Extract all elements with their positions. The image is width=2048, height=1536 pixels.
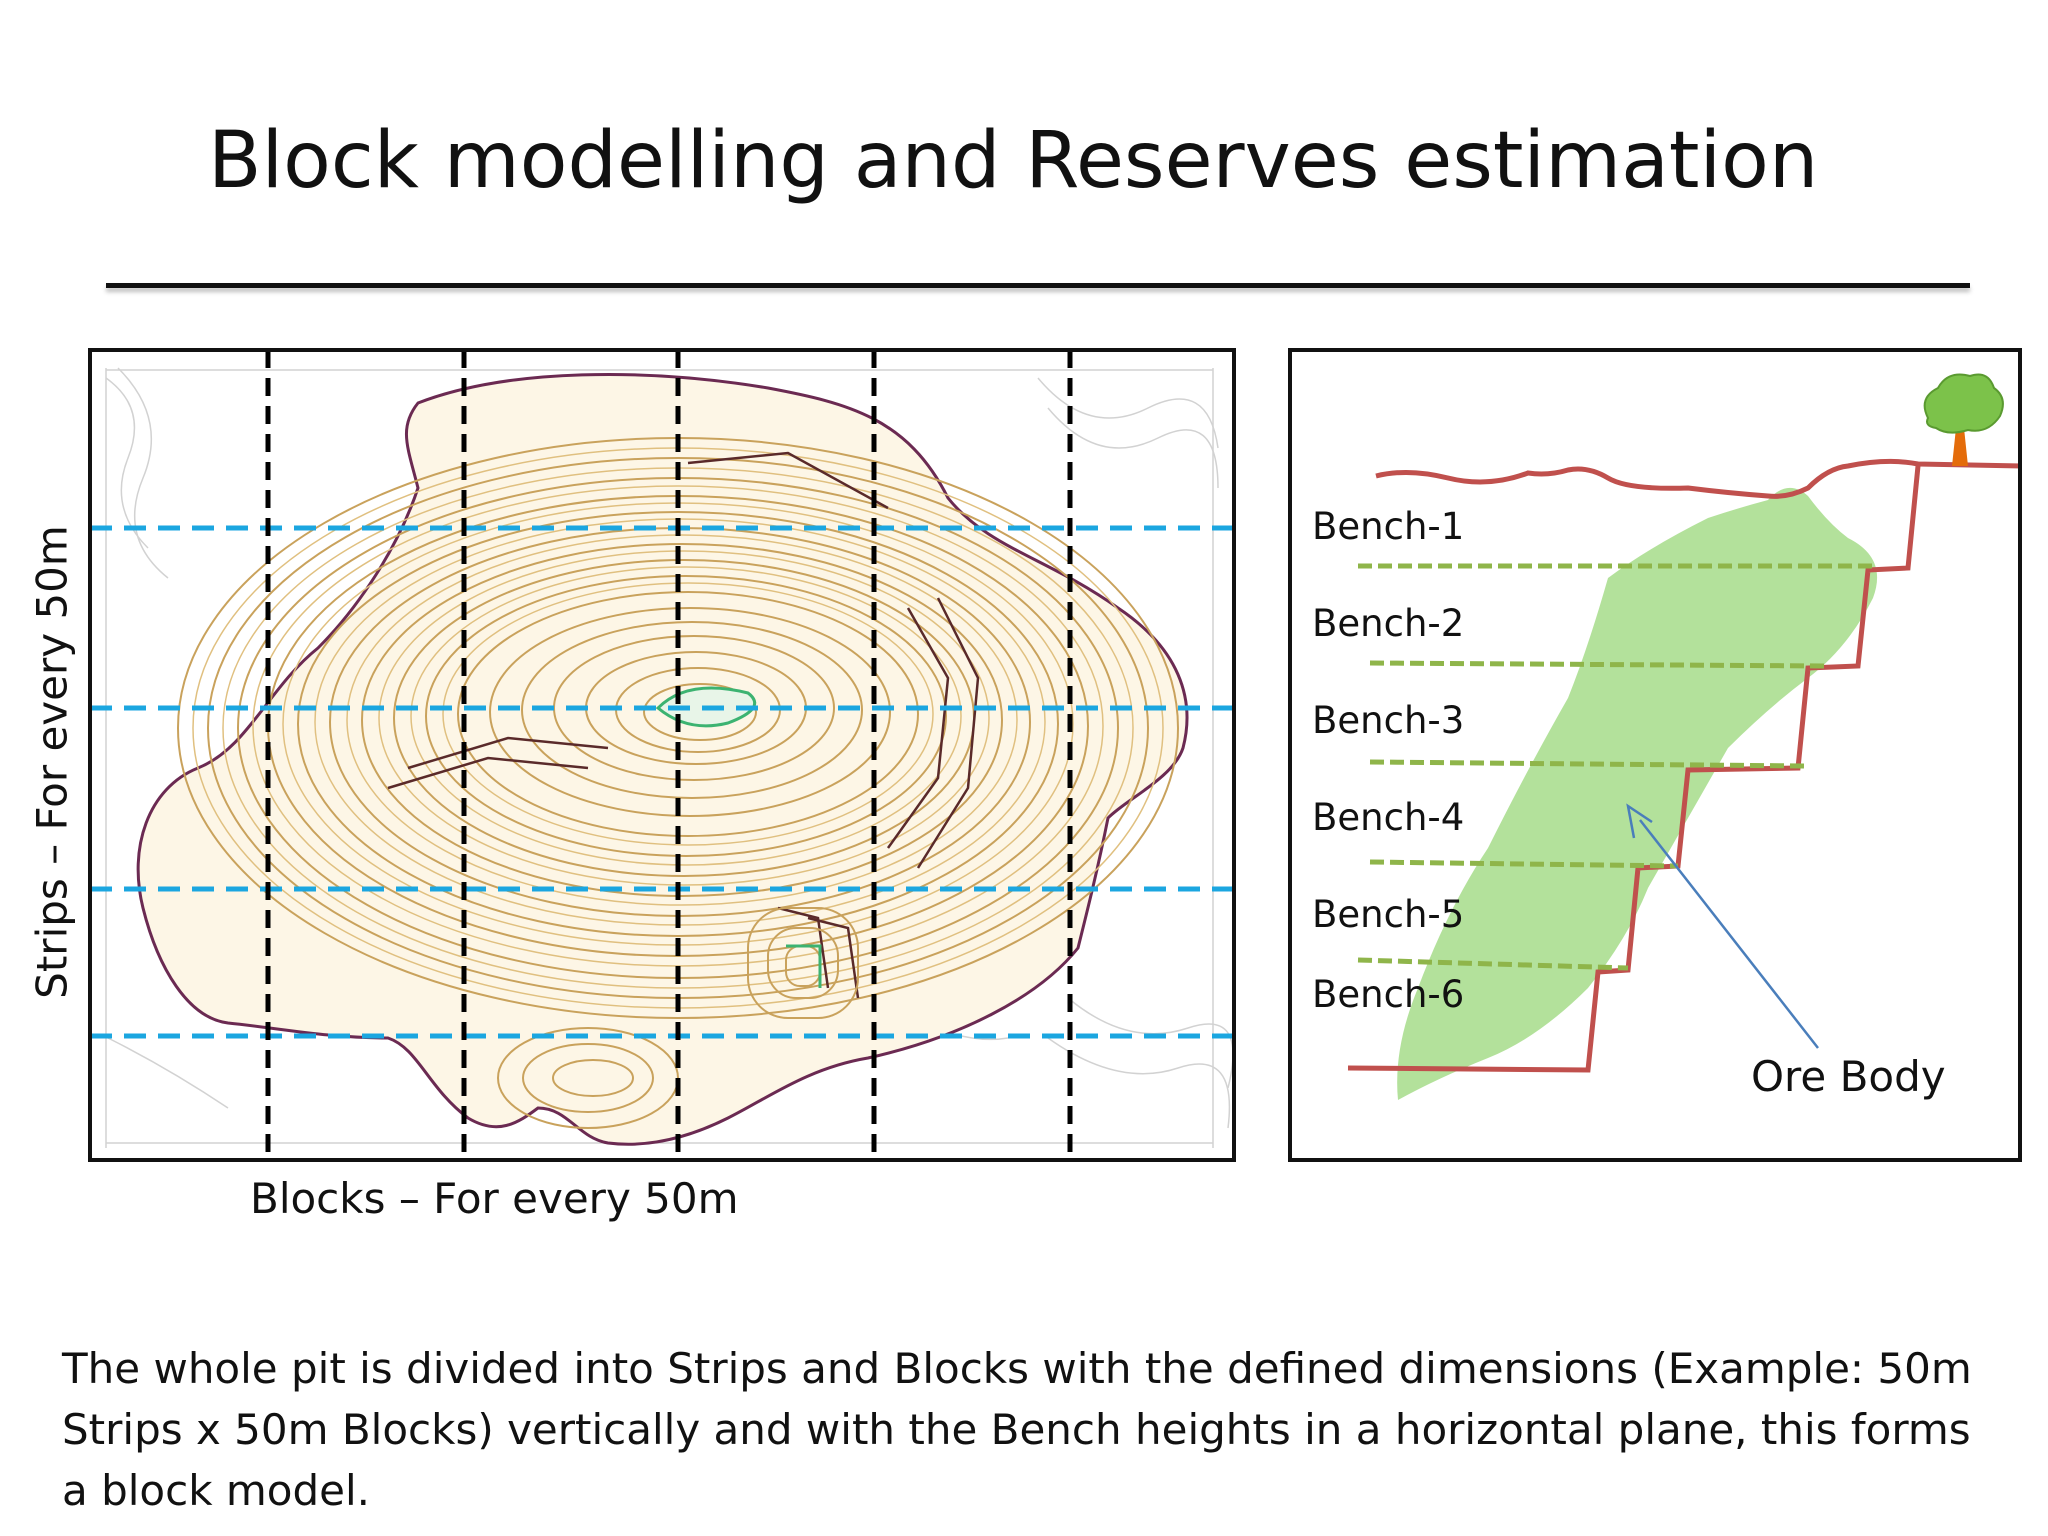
bench-line bbox=[1369, 759, 1809, 769]
plan-frame bbox=[88, 348, 1236, 1162]
tree-icon bbox=[1923, 373, 2004, 466]
bench-section-panel bbox=[1288, 348, 2022, 1162]
bench-label-2: Bench-2 bbox=[1312, 602, 1465, 645]
pit-plan-panel bbox=[88, 348, 1236, 1162]
bench-section-diagram bbox=[1288, 348, 2022, 1162]
bench-line bbox=[1369, 859, 1679, 869]
ground-surface bbox=[1375, 458, 2022, 499]
bench-label-1: Bench-1 bbox=[1312, 505, 1465, 548]
bench-lines bbox=[1357, 563, 1878, 971]
bench-label-3: Bench-3 bbox=[1312, 699, 1465, 742]
bench-line bbox=[1369, 660, 1829, 669]
slide-title: Block modelling and Reserves estimation bbox=[208, 116, 1819, 206]
block-lines bbox=[265, 350, 1073, 1160]
bench-label-4: Bench-4 bbox=[1312, 796, 1465, 839]
title-divider bbox=[106, 283, 1970, 288]
section-frame bbox=[1288, 348, 2022, 1162]
ore-body bbox=[1397, 487, 1878, 1100]
pit-plan-diagram bbox=[88, 348, 1236, 1162]
pit-wall bbox=[1347, 465, 1921, 1073]
ore-body-label: Ore Body bbox=[1751, 1052, 1946, 1101]
bench-line bbox=[1357, 957, 1629, 971]
ore-arrow-head bbox=[1626, 803, 1653, 839]
bench-label-6: Bench-6 bbox=[1312, 973, 1465, 1016]
bench-label-5: Bench-5 bbox=[1312, 893, 1465, 936]
strips-axis-label: Strips – For every 50m bbox=[27, 525, 77, 999]
strip-lines bbox=[90, 525, 1234, 1039]
slide-caption: The whole pit is divided into Strips and… bbox=[62, 1344, 1972, 1515]
blocks-axis-label: Blocks – For every 50m bbox=[250, 1174, 739, 1223]
ore-arrow bbox=[1639, 819, 1819, 1049]
haul-ramps bbox=[387, 451, 980, 999]
